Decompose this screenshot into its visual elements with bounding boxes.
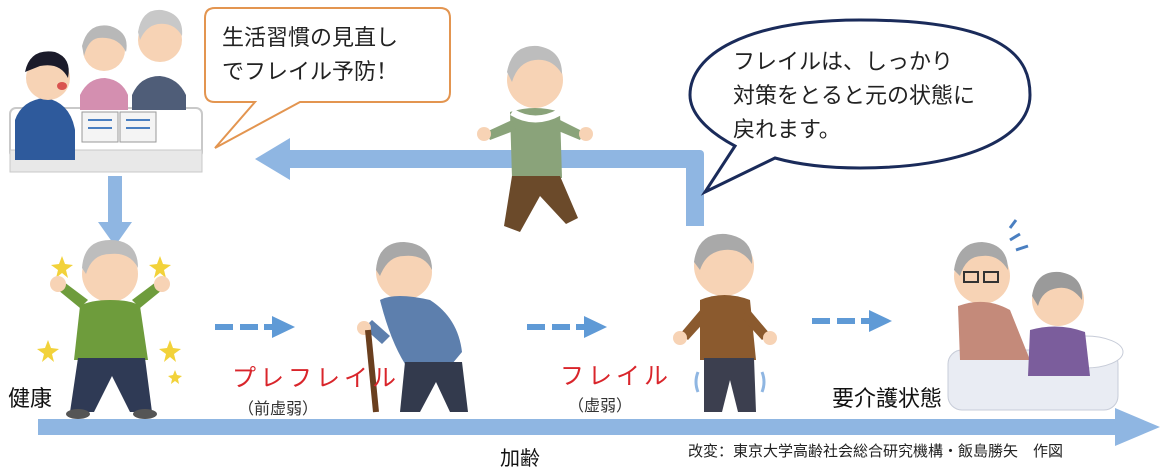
down-arrow-head bbox=[98, 222, 132, 246]
bubble-right-line-1: フレイルは、しっかり bbox=[733, 50, 954, 75]
stage-prefrail-sublabel: （前虚弱） bbox=[238, 399, 319, 418]
stage-frail-label: フレイル bbox=[560, 362, 672, 390]
jogging-elder-illustration bbox=[477, 45, 593, 232]
healthy-elder-illustration bbox=[37, 240, 182, 419]
aging-axis-arrow-head bbox=[1115, 408, 1160, 446]
dashed-arrow-1 bbox=[215, 316, 295, 338]
bubble-left-line-2: でフレイル予防！ bbox=[222, 60, 399, 85]
aging-axis-label: 加齢 bbox=[500, 446, 540, 470]
stage-care-label: 要介護状態 bbox=[832, 387, 943, 412]
return-arrow-head bbox=[255, 138, 290, 180]
credit-text: 改変：東京大学高齢社会総合研究機構・飯島勝矢 作図 bbox=[688, 442, 1064, 460]
stage-prefrail-label: プレフレイル bbox=[232, 364, 400, 392]
aging-axis-arrow-shaft bbox=[38, 419, 1123, 435]
prefrail-elder-illustration bbox=[357, 242, 468, 413]
return-arrow-vertical bbox=[686, 154, 704, 226]
bubble-left-text: 生活習慣の見直し でフレイル予防！ bbox=[222, 22, 442, 90]
consultation-illustration bbox=[9, 9, 203, 173]
bubble-right-line-2: 対策をとると元の状態に bbox=[733, 84, 976, 109]
care-needed-illustration bbox=[947, 219, 1124, 411]
down-arrow-shaft bbox=[108, 176, 122, 226]
bubble-right-line-3: 戻れます。 bbox=[733, 118, 841, 143]
bubble-right-text: フレイルは、しっかり 対策をとると元の状態に 戻れます。 bbox=[733, 46, 1033, 148]
dashed-arrow-3 bbox=[812, 310, 892, 332]
bubble-left-line-1: 生活習慣の見直し bbox=[222, 26, 399, 51]
speech-bubble-left bbox=[204, 7, 451, 149]
frail-elder-illustration bbox=[673, 233, 777, 412]
stage-frail-sublabel: （虚弱） bbox=[568, 396, 633, 415]
speech-bubble-right bbox=[688, 18, 1032, 196]
dashed-arrow-2 bbox=[527, 316, 607, 338]
stage-health-label: 健康 bbox=[8, 387, 53, 412]
return-arrow-horizontal bbox=[285, 150, 704, 168]
